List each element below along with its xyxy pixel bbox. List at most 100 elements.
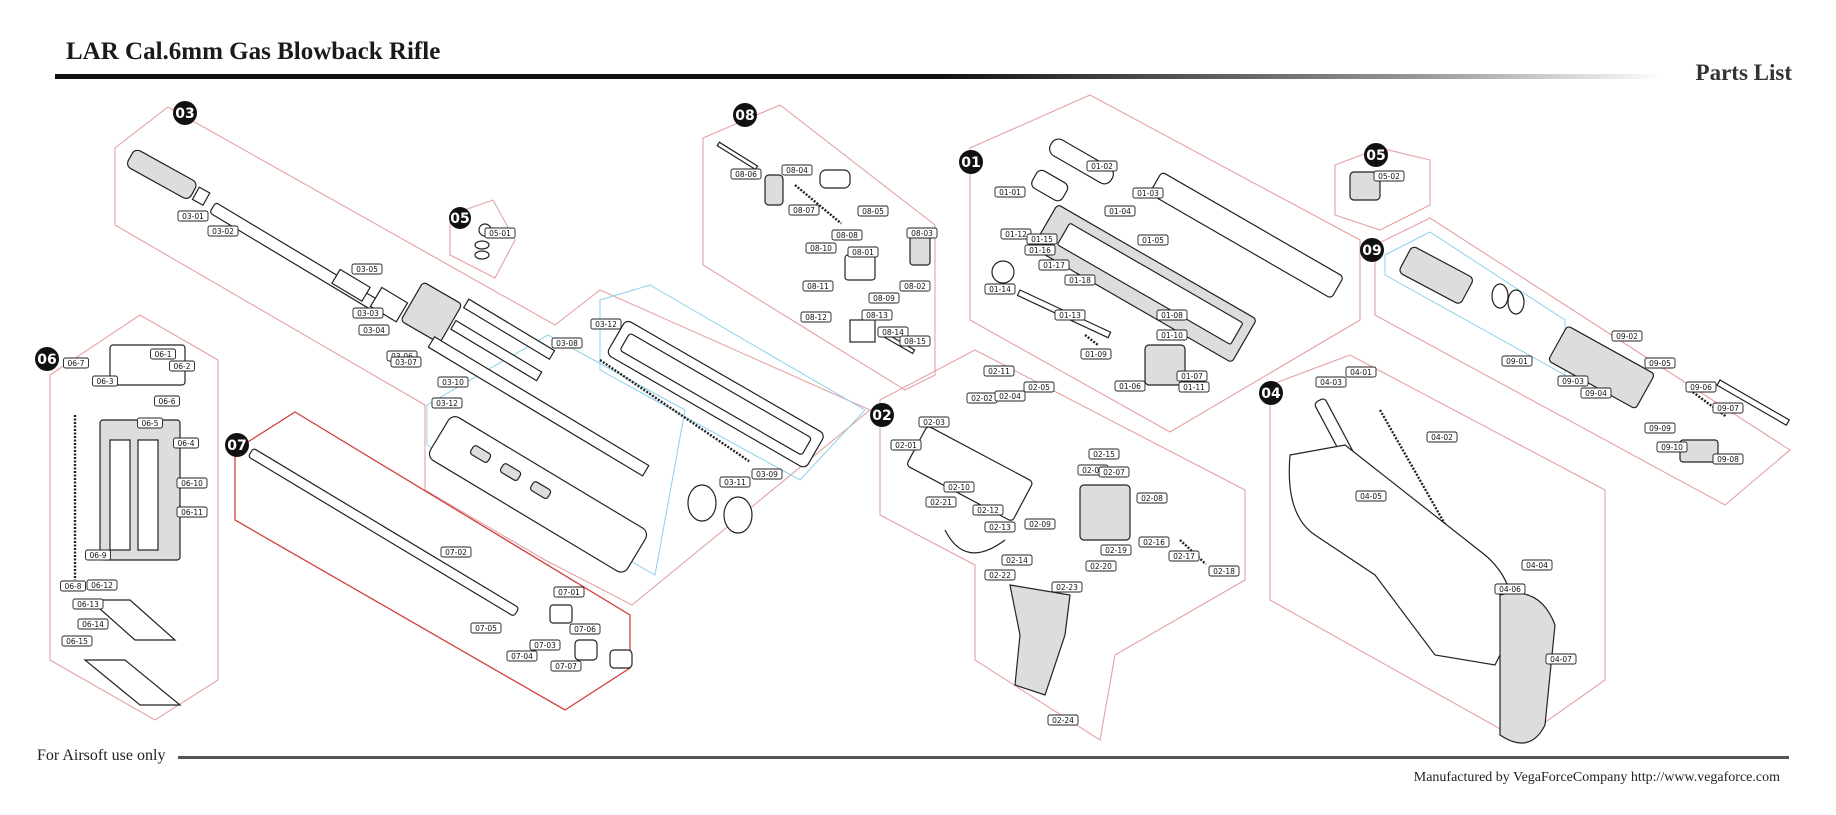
part-label: 02-24 xyxy=(1047,714,1079,726)
part-label: 01-07 xyxy=(1176,370,1208,382)
part-label: 03-10 xyxy=(437,376,469,388)
part-number: 04-06 xyxy=(1499,585,1521,594)
part-number: 06-12 xyxy=(91,581,113,590)
part-label: 01-02 xyxy=(1086,160,1118,172)
part-number: 06-3 xyxy=(96,377,113,386)
group-marker: 07 xyxy=(225,433,249,457)
part-number: 02-24 xyxy=(1052,716,1074,725)
part-label: 01-13 xyxy=(1054,309,1086,321)
part-number: 01-01 xyxy=(999,188,1021,197)
group-marker: 05 xyxy=(449,207,471,229)
part-label: 09-07 xyxy=(1712,402,1744,414)
part-number: 02-04 xyxy=(999,392,1021,401)
footer-disclaimer: For Airsoft use only xyxy=(37,747,166,764)
part-label: 03-05 xyxy=(351,263,383,275)
part-number: 02-08 xyxy=(1141,494,1163,503)
svg-text:01: 01 xyxy=(961,155,980,171)
part-label: 02-09 xyxy=(1024,518,1056,530)
part-number: 03-12 xyxy=(595,320,617,329)
part-number: 07-06 xyxy=(574,625,596,634)
part-number: 01-12 xyxy=(1005,230,1027,239)
part-number: 01-08 xyxy=(1161,311,1183,320)
part-label: 03-03 xyxy=(352,307,384,319)
part-label: 08-12 xyxy=(800,311,832,323)
part-number: 06-2 xyxy=(173,362,190,371)
part-number: 02-15 xyxy=(1093,450,1115,459)
part-number: 08-10 xyxy=(810,244,832,253)
part-label: 06-6 xyxy=(154,395,180,407)
part-label: 01-09 xyxy=(1080,348,1112,360)
part-label: 02-20 xyxy=(1085,560,1117,572)
part-label: 04-01 xyxy=(1345,366,1377,378)
part-label: 06-3 xyxy=(92,375,118,387)
part-number: 02-16 xyxy=(1143,538,1165,547)
part-number: 02-10 xyxy=(948,483,970,492)
part-label: 01-03 xyxy=(1132,187,1164,199)
part-number: 01-02 xyxy=(1091,162,1113,171)
region-03-inner-receiver xyxy=(599,284,866,481)
part-label: 09-09 xyxy=(1644,422,1676,434)
part-label: 06-13 xyxy=(72,598,104,610)
part-label: 02-16 xyxy=(1138,536,1170,548)
part-number: 01-10 xyxy=(1161,331,1183,340)
part-label: 04-06 xyxy=(1494,583,1526,595)
part-number: 02-12 xyxy=(977,506,999,515)
part-number: 05-01 xyxy=(489,229,511,238)
part-label: 01-14 xyxy=(984,283,1016,295)
part-label: 06-15 xyxy=(61,635,93,647)
part-label: 02-04 xyxy=(994,390,1026,402)
part-label: 06-11 xyxy=(176,506,208,518)
group-marker: 03 xyxy=(173,101,197,125)
part-label: 09-06 xyxy=(1685,381,1717,393)
part-number: 04-05 xyxy=(1360,492,1382,501)
part-number: 08-12 xyxy=(805,313,827,322)
part-label: 09-05 xyxy=(1644,357,1676,369)
part-label: 02-08 xyxy=(1136,492,1168,504)
part-label: 02-22 xyxy=(984,569,1016,581)
part-number: 08-01 xyxy=(852,248,874,257)
part-label: 02-15 xyxy=(1088,448,1120,460)
part-label: 08-02 xyxy=(899,280,931,292)
part-label: 08-06 xyxy=(730,168,762,180)
part-label: 01-12 xyxy=(1000,228,1032,240)
part-number: 02-09 xyxy=(1029,520,1051,529)
part-number: 03-09 xyxy=(756,470,778,479)
part-number: 03-08 xyxy=(556,339,578,348)
part-label: 08-01 xyxy=(847,246,879,258)
part-number: 02-20 xyxy=(1090,562,1112,571)
part-number: 07-07 xyxy=(555,662,577,671)
svg-text:09: 09 xyxy=(1362,243,1381,259)
part-number: 08-02 xyxy=(904,282,926,291)
region-02 xyxy=(879,349,1246,741)
page-subtitle: Parts List xyxy=(1695,60,1792,85)
part-number: 02-06 xyxy=(1082,466,1104,475)
part-number: 07-04 xyxy=(511,652,533,661)
part-number: 01-17 xyxy=(1043,261,1065,270)
svg-text:02: 02 xyxy=(872,408,891,424)
part-label: 01-18 xyxy=(1064,274,1096,286)
part-label: 08-14 xyxy=(877,326,909,338)
part-label: 01-16 xyxy=(1024,244,1056,256)
footer-manufacturer: Manufactured by VegaForceCompany http://… xyxy=(1413,770,1780,785)
svg-text:05: 05 xyxy=(1366,148,1385,164)
part-number: 03-05 xyxy=(356,265,378,274)
part-label: 03-09 xyxy=(751,468,783,480)
part-number: 01-05 xyxy=(1142,236,1164,245)
part-number: 03-03 xyxy=(357,309,379,318)
part-number: 09-01 xyxy=(1506,357,1528,366)
part-label: 01-17 xyxy=(1038,259,1070,271)
part-number: 04-03 xyxy=(1320,378,1342,387)
part-label: 06-2 xyxy=(169,360,195,372)
part-number: 08-04 xyxy=(786,166,808,175)
group-marker: 08 xyxy=(733,103,757,127)
part-label: 06-7 xyxy=(63,357,89,369)
part-label: 04-04 xyxy=(1521,559,1553,571)
part-label: 06-12 xyxy=(86,579,118,591)
part-number: 08-15 xyxy=(904,337,926,346)
part-number: 09-04 xyxy=(1585,389,1607,398)
part-number: 04-07 xyxy=(1550,655,1572,664)
part-number: 07-03 xyxy=(534,641,556,650)
svg-text:03: 03 xyxy=(175,106,194,122)
svg-text:08: 08 xyxy=(735,108,754,124)
part-label: 06-8 xyxy=(60,580,86,592)
